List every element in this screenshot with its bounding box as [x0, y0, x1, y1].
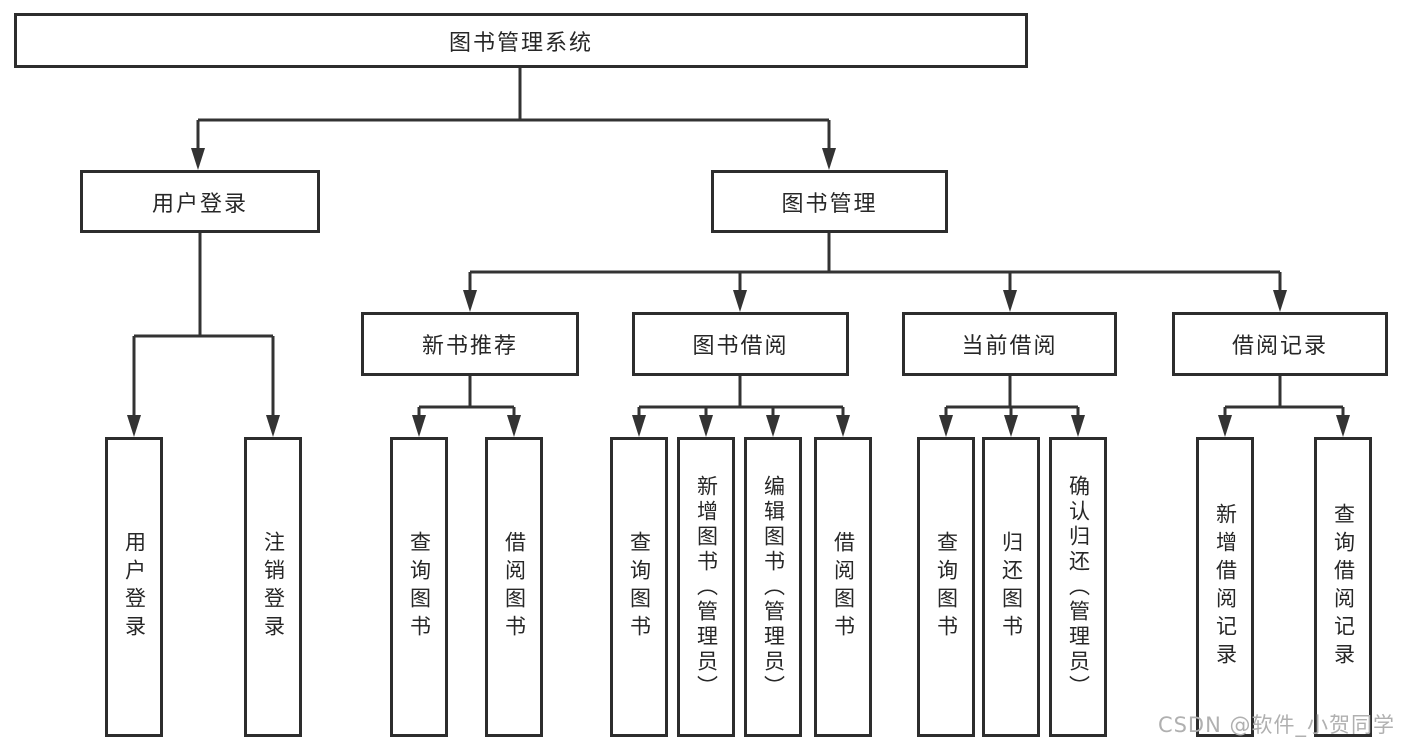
node-root: 图书管理系统: [14, 13, 1028, 68]
node-borrowing-records: 借阅记录: [1172, 312, 1388, 376]
leaf-bb-edit-books-admin: 编辑图书（管理员）: [744, 437, 802, 737]
node-book-management: 图书管理: [711, 170, 948, 233]
leaf-cb-query-books: 查询图书: [917, 437, 975, 737]
node-user-login-label: 用户登录: [151, 191, 248, 217]
leaf-logout: 注销登录: [244, 437, 302, 737]
node-current-borrowing-label: 当前借阅: [961, 334, 1058, 359]
csdn-watermark: CSDN @软件_小贺同学: [1157, 713, 1395, 737]
leaf-bb-query-books: 查询图书: [610, 437, 668, 737]
leaf-bb-add-books-admin: 新增图书（管理员）: [677, 437, 735, 737]
leaf-nb-query-books: 查询图书: [390, 437, 448, 737]
node-book-borrowing-label: 图书借阅: [692, 334, 789, 359]
node-new-book-recommend-label: 新书推荐: [421, 334, 518, 359]
leaf-cb-return-books: 归还图书: [982, 437, 1040, 737]
leaf-nb-borrow-books: 借阅图书: [485, 437, 543, 737]
leaf-user-login: 用户登录: [105, 437, 163, 737]
node-book-management-label: 图书管理: [781, 191, 878, 217]
node-new-book-recommend: 新书推荐: [361, 312, 579, 376]
leaf-br-query-record: 查询借阅记录: [1314, 437, 1372, 737]
leaf-cb-confirm-return-admin: 确认归还（管理员）: [1049, 437, 1107, 737]
node-current-borrowing: 当前借阅: [902, 312, 1117, 376]
node-user-login: 用户登录: [80, 170, 320, 233]
leaf-br-add-record: 新增借阅记录: [1196, 437, 1254, 737]
node-root-label: 图书管理系统: [448, 30, 593, 56]
leaf-bb-borrow-books: 借阅图书: [814, 437, 872, 737]
node-borrowing-records-label: 借阅记录: [1231, 334, 1328, 359]
node-book-borrowing: 图书借阅: [632, 312, 849, 376]
